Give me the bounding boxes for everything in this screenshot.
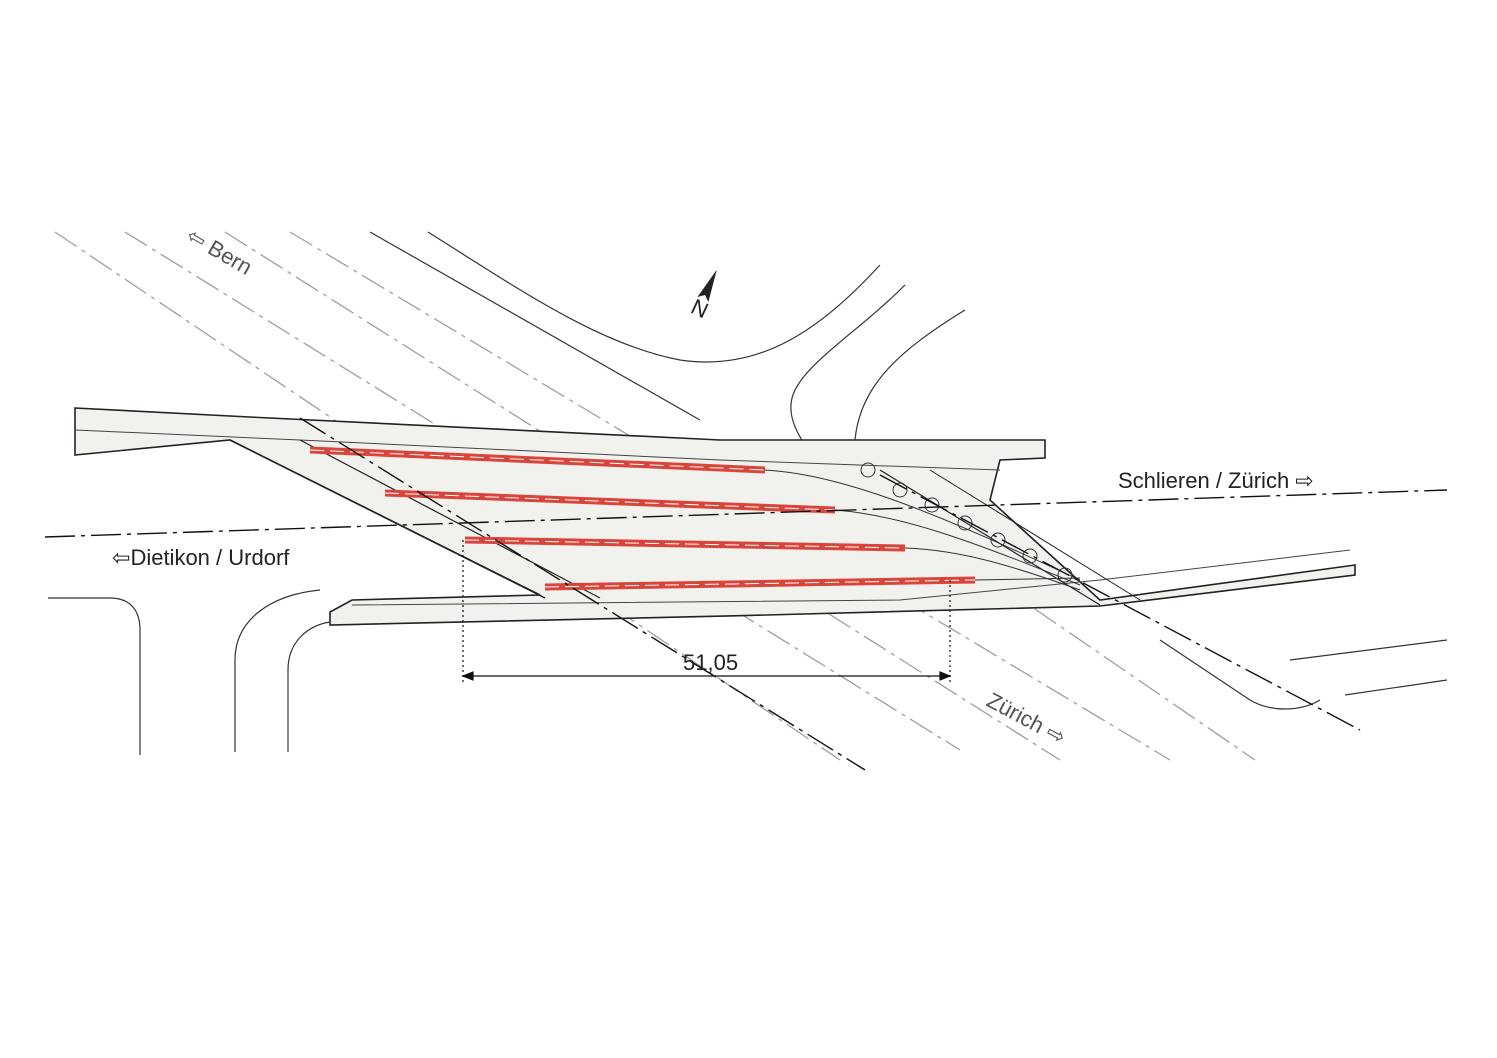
label-bern: ⇦ Bern — [183, 223, 257, 280]
track-centerlines — [309, 449, 976, 588]
platform — [74, 407, 1356, 626]
roads — [48, 231, 1448, 755]
dimension-label: 51,05 — [683, 650, 738, 675]
label-zurich: Zürich ⇨ — [983, 687, 1070, 749]
north-arrow-icon: N — [687, 269, 717, 323]
svg-text:N: N — [687, 294, 712, 323]
axis-lines — [44, 417, 1448, 771]
dimension-line — [461, 540, 952, 684]
svg-text:⇦ Bern: ⇦ Bern — [183, 223, 257, 280]
switch-circles — [764, 462, 1081, 591]
label-schlieren: Schlieren / Zürich ⇨ — [1118, 468, 1314, 493]
label-dietikon: ⇦Dietikon / Urdorf — [112, 545, 290, 570]
svg-text:Zürich ⇨: Zürich ⇨ — [983, 687, 1070, 749]
